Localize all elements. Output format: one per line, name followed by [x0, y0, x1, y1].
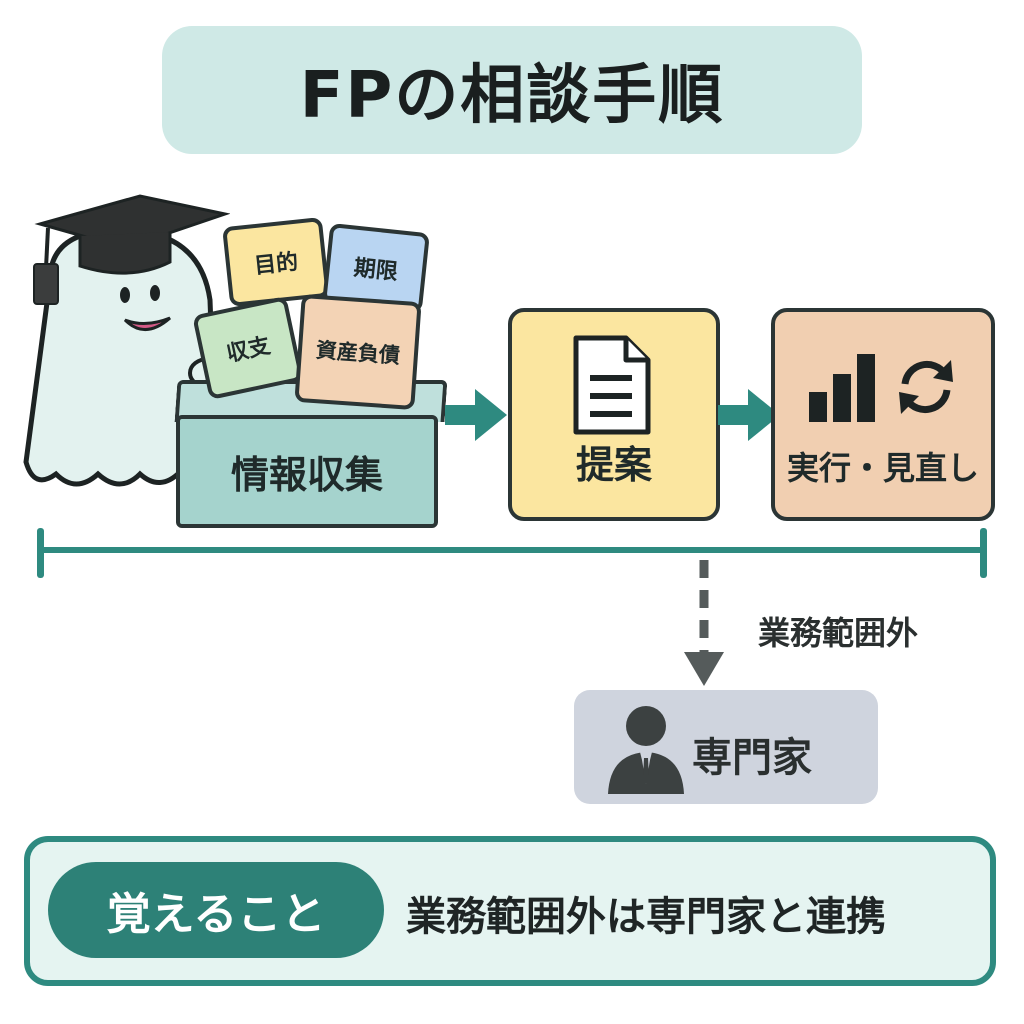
- card-deadline-label: 期限: [352, 255, 399, 286]
- mortarboard-icon: [33, 194, 230, 305]
- timeline-end-tick: [980, 528, 987, 578]
- memo-frame: [24, 836, 996, 986]
- expert-label: 専門家: [692, 735, 812, 781]
- step-collect-box: 情報収集: [176, 415, 438, 528]
- step-execute-label: 実行・見直し: [786, 449, 979, 487]
- outside-scope-label: 業務範囲外: [758, 614, 919, 652]
- person-icon: [608, 706, 684, 794]
- arrow-right-icon: [445, 389, 507, 441]
- arrow-right-icon: [718, 389, 780, 441]
- step-execute-box: 実行・見直し: [771, 308, 995, 521]
- memo-text: 業務範囲外は専門家と連携: [406, 894, 886, 940]
- step-proposal-label: 提案: [575, 443, 652, 487]
- memo-tag: 覚えること: [48, 862, 384, 958]
- page-title: FPの相談手順: [299, 59, 725, 133]
- card-purpose-label: 目的: [253, 249, 300, 280]
- timeline-start-tick: [37, 528, 44, 578]
- card-assets-label: 資産負債: [315, 338, 401, 368]
- card-assets: 資産負債: [294, 293, 422, 411]
- step-collect-label: 情報収集: [230, 453, 383, 497]
- document-icon: [573, 335, 651, 435]
- timeline: [40, 547, 985, 553]
- card-income-label: 収支: [224, 333, 273, 368]
- refresh-icon: [899, 360, 953, 414]
- memo-tag-label: 覚えること: [106, 889, 326, 940]
- bar-chart-icon: [809, 354, 875, 422]
- step-proposal-box: 提案: [508, 308, 720, 521]
- card-purpose: 目的: [222, 216, 330, 308]
- dashed-arrow-down-icon: [684, 560, 724, 686]
- title-banner: FPの相談手順: [162, 26, 862, 154]
